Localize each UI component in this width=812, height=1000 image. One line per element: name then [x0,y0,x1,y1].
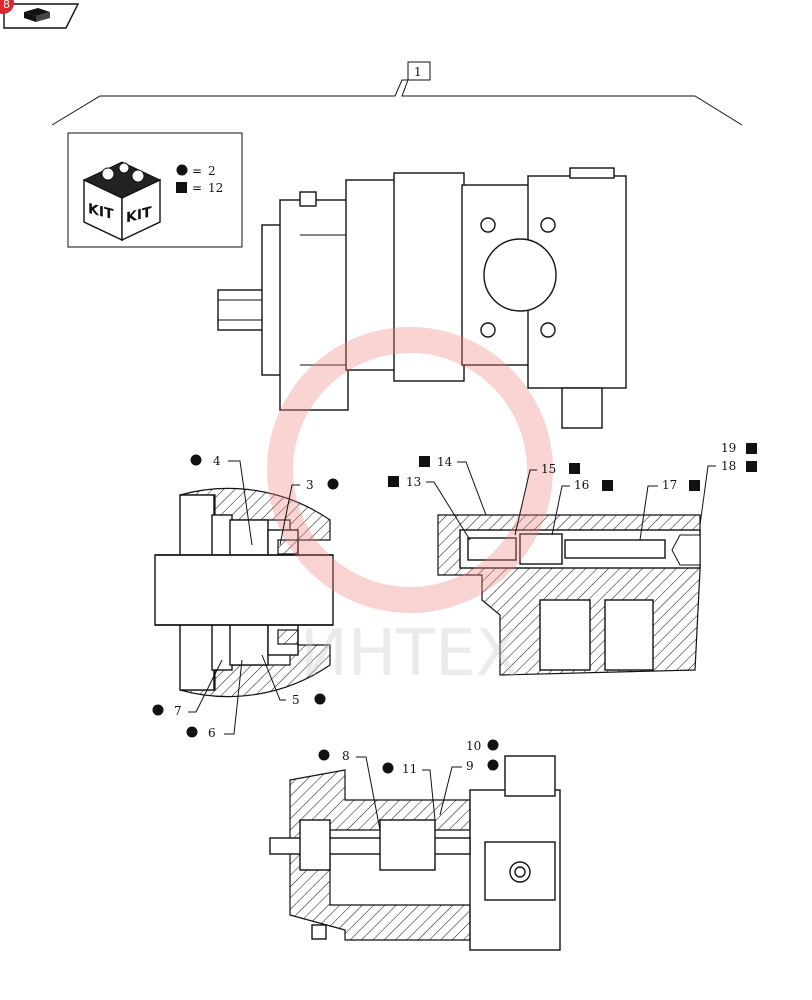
nav-tab-shape [3,3,80,29]
callout-17[interactable]: 17 [662,478,677,492]
square-bullet-icon [569,463,580,474]
callouts: 4 3 7 6 5 14 13 15 16 17 [152,441,757,831]
kit-dot-qty: 2 [208,164,216,178]
callout-15[interactable]: 15 [541,462,556,476]
pump-cross-section [269,755,561,951]
callout-14[interactable]: 14 [437,455,453,469]
callout-19[interactable]: 19 [721,441,736,455]
dot-bullet-icon [382,762,394,774]
svg-text:=: = [192,164,202,178]
callout-1[interactable]: 1 [414,65,422,79]
callout-8[interactable]: 8 [342,749,350,763]
kit-box-icon: KIT KIT [82,161,162,242]
callout-6[interactable]: 6 [208,726,216,740]
dot-bullet-icon [152,704,164,716]
valve-section [437,514,701,676]
square-bullet-icon [746,443,757,454]
callout-13[interactable]: 13 [406,475,421,489]
kit-legend: KIT KIT = 2 = 12 [67,132,243,248]
callout-box-1[interactable] [407,61,431,81]
kit-label-right: KIT [126,204,152,226]
callout-3[interactable]: 3 [306,478,314,492]
svg-text:=: = [192,181,202,195]
callout-5[interactable]: 5 [292,693,300,707]
callout-16[interactable]: 16 [574,478,589,492]
gear-logo-icon [267,327,553,613]
notification-badge[interactable]: 8 [0,0,14,14]
kit-square-qty: 12 [208,181,223,195]
dot-bullet-icon [186,726,198,738]
shaft-seal-section [154,487,334,698]
assembly-bracket: 1 [51,61,743,126]
square-bullet-icon [746,461,757,472]
nav-tab[interactable]: 8 [0,0,80,30]
callout-9[interactable]: 9 [466,759,474,773]
square-bullet-icon [388,476,399,487]
pump-assembly-view [217,167,627,429]
dot-bullet-icon [487,739,499,751]
square-bullet-icon [419,456,430,467]
watermark-text: ИНТЕХ [300,617,519,691]
callout-10[interactable]: 10 [466,739,481,753]
square-bullet-icon [689,480,700,491]
square-bullet-icon [602,480,613,491]
dot-bullet-icon [318,749,330,761]
watermark: ИНТЕХ [267,327,553,691]
callout-4[interactable]: 4 [213,454,221,468]
dot-bullet-icon [190,454,202,466]
callout-7[interactable]: 7 [174,704,182,718]
dot-bullet-icon [487,759,499,771]
book-icon [24,8,50,22]
dot-bullet-icon [176,164,188,176]
dot-bullet-icon [314,693,326,705]
callout-18[interactable]: 18 [721,459,736,473]
dot-bullet-icon [327,478,339,490]
square-bullet-icon [176,182,187,193]
callout-11[interactable]: 11 [402,762,417,776]
kit-label-left: KIT [88,201,114,223]
